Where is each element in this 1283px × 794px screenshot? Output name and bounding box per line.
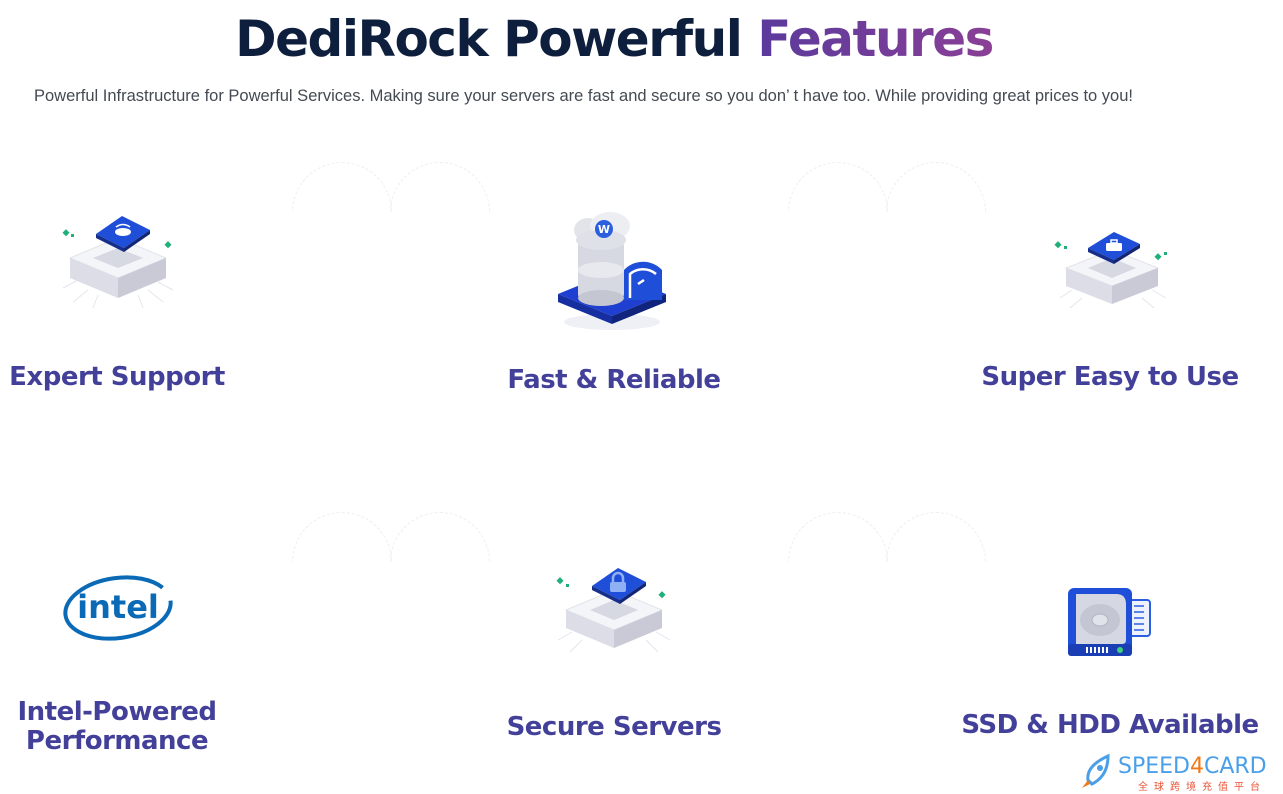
page-title-accent: Features <box>757 10 994 68</box>
brand-pre: SPEED <box>1118 754 1190 779</box>
decorative-arc <box>390 162 490 212</box>
decorative-arc <box>390 512 490 562</box>
feature-expert-support: Expert Support <box>0 363 234 392</box>
feature-label: Secure Servers <box>506 712 722 742</box>
feature-fast-reliable: Fast & Reliable <box>490 366 738 395</box>
page-title: DediRock Powerful Features <box>0 8 1228 70</box>
toolbox-icon <box>1052 228 1172 310</box>
decorative-arc <box>886 162 986 212</box>
rocket-icon <box>1082 753 1110 788</box>
intel-logo-icon: intel <box>62 572 174 644</box>
feature-label: Expert Support <box>9 362 225 392</box>
feature-label: Fast & Reliable <box>507 365 721 395</box>
feature-label-line2: Performance <box>25 726 209 756</box>
hard-drive-icon <box>1064 586 1154 660</box>
brand-four: 4 <box>1189 754 1204 779</box>
feature-label-line1: Intel-Powered <box>17 697 217 727</box>
feature-ssd-hdd: SSD & HDD Available <box>948 711 1272 740</box>
cloud-speed-icon: W <box>552 210 676 335</box>
decorative-arc <box>886 512 986 562</box>
feature-label: Super Easy to Use <box>981 362 1239 392</box>
phone-support-icon <box>58 210 178 310</box>
page-title-main: DediRock Powerful <box>235 10 758 68</box>
decorative-arc <box>292 512 392 562</box>
brand-post: CARD <box>1203 754 1267 779</box>
page-subtitle: Powerful Infrastructure for Powerful Ser… <box>34 87 1133 105</box>
decorative-arc <box>788 162 888 212</box>
watermark-brand: SPEED4CARD <box>1118 754 1267 779</box>
decorative-arc <box>788 512 888 562</box>
feature-intel-powered: Intel-Powered Performance <box>0 698 234 756</box>
lock-icon <box>552 566 676 656</box>
feature-label: SSD & HDD Available <box>961 710 1259 740</box>
feature-super-easy: Super Easy to Use <box>968 363 1252 392</box>
svg-text:W: W <box>598 223 610 236</box>
feature-secure-servers: Secure Servers <box>490 713 738 742</box>
watermark-tagline: 全球跨境充值平台 <box>1138 782 1266 793</box>
decorative-arc <box>292 162 392 212</box>
svg-text:intel: intel <box>77 588 159 626</box>
speed4card-watermark: SPEED4CARD 全球跨境充值平台 <box>1078 752 1283 793</box>
